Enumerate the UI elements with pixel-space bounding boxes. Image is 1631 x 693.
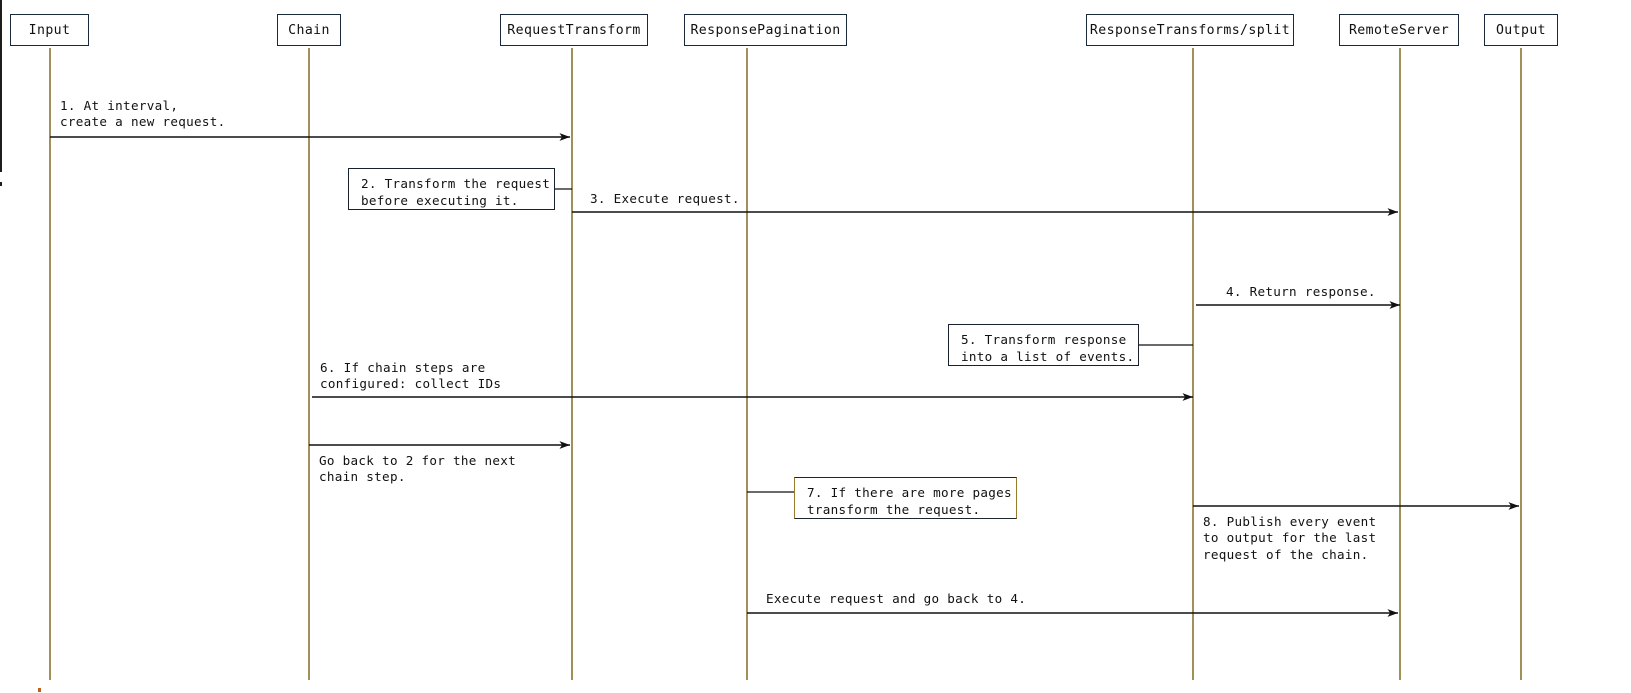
message-label-3: 3. Execute request. (590, 191, 740, 206)
note-5-transform-response: 5. Transform response into a list of eve… (948, 324, 1139, 366)
message-label-execute-and-go-back-to-4: Execute request and go back to 4. (766, 591, 1027, 606)
message-label-6: 6. If chain steps are configured: collec… (320, 360, 502, 392)
participant-label: Input (28, 22, 71, 38)
note-connectors-group (555, 188, 1193, 493)
participant-input[interactable]: Input (10, 14, 89, 46)
left-edge-artifact-bottom (0, 182, 2, 186)
arrows-group (50, 133, 1519, 617)
message-label-1: 1. At interval, create a new request. (60, 98, 226, 130)
participant-response-transforms-split[interactable]: ResponseTransforms/split (1086, 14, 1294, 46)
participant-output[interactable]: Output (1484, 14, 1558, 46)
participant-label: RemoteServer (1348, 22, 1450, 38)
participant-remote-server[interactable]: RemoteServer (1339, 14, 1459, 46)
participant-request-transform[interactable]: RequestTransform (500, 14, 648, 46)
participant-label: RequestTransform (507, 22, 641, 38)
left-edge-artifact-top (0, 0, 2, 172)
participant-chain[interactable]: Chain (277, 14, 341, 46)
participant-label: Chain (288, 22, 330, 38)
note-2-transform-request: 2. Transform the request before executin… (348, 168, 555, 210)
lifelines-group (49, 48, 1522, 680)
message-label-8: 8. Publish every event to output for the… (1203, 514, 1377, 562)
bottom-edge-artifact (38, 688, 41, 692)
message-label-4: 4. Return response. (1226, 284, 1376, 299)
participant-label: ResponseTransforms/split (1089, 22, 1291, 38)
participant-label: Output (1495, 22, 1547, 38)
message-label-go-back-to-2: Go back to 2 for the next chain step. (319, 453, 517, 485)
participant-label: ResponsePagination (690, 22, 841, 38)
note-7-more-pages: 7. If there are more pages transform the… (794, 477, 1017, 519)
participant-response-pagination[interactable]: ResponsePagination (684, 14, 847, 46)
